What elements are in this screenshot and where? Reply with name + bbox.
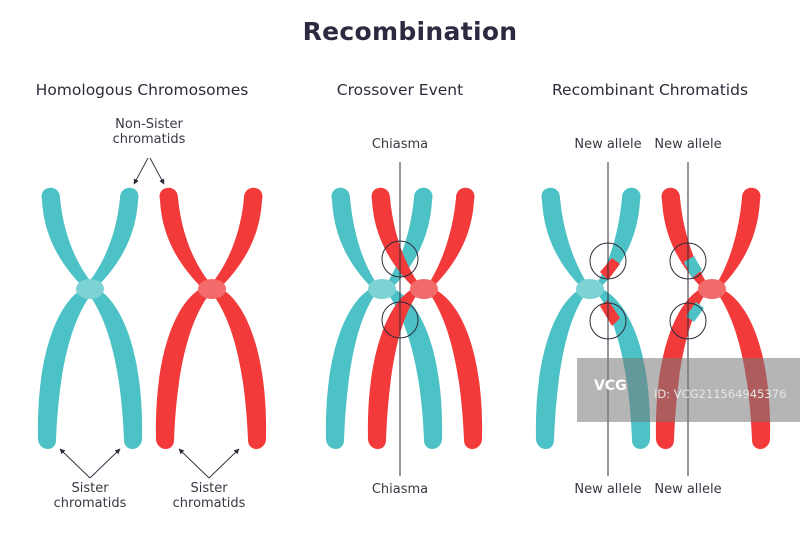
red-chromosome-2: [367, 187, 483, 450]
allele-circle: [589, 242, 627, 280]
chiasma-circle-top: [381, 240, 419, 278]
non-sister-label: Non-Sister chromatids: [112, 117, 186, 147]
teal-chromosome-2: [325, 187, 443, 450]
new-allele-segment: [600, 300, 620, 326]
red-chromatid: [367, 187, 422, 450]
centromere: [198, 279, 226, 299]
sister-arrow: [89, 448, 121, 479]
teal-chromatid: [37, 187, 96, 450]
sister-arrow: [178, 448, 210, 479]
teal-chromatid: [535, 187, 590, 450]
centromere: [576, 279, 604, 299]
section-heading-homologous: Homologous Chromosomes: [35, 81, 249, 99]
red-chromosome-1: [155, 187, 267, 450]
teal-chromosome-1: [37, 187, 143, 450]
centromere: [410, 279, 438, 299]
teal-chromatid: [84, 187, 143, 450]
non-sister-arrow-left: [133, 157, 149, 185]
sister-label-left: Sister chromatids: [53, 481, 127, 511]
watermark-logo: VCG: [594, 378, 627, 394]
section-heading-recombinant: Recombinant Chromatids: [551, 81, 749, 99]
diagram-title: Recombination: [302, 17, 518, 46]
watermark-id: ID: VCG211564945376: [654, 387, 787, 401]
red-chromatid: [155, 187, 214, 450]
allele-circle: [669, 302, 707, 340]
non-sister-arrow-right: [149, 157, 165, 185]
new-allele-label: New allele: [574, 137, 642, 152]
chiasma-label-bottom: Chiasma: [371, 482, 429, 497]
chiasma-label-top: Chiasma: [371, 137, 429, 152]
teal-chromatid: [384, 187, 443, 450]
watermark-overlay: [577, 358, 800, 422]
section-heading-crossover: Crossover Event: [336, 81, 464, 99]
centromere: [368, 279, 396, 299]
teal-chromatid: [325, 187, 380, 450]
sister-arrow: [59, 448, 91, 479]
new-allele-label: New allele: [574, 482, 642, 497]
sister-label-right: Sister chromatids: [172, 481, 246, 511]
chiasma-circle-bottom: [381, 301, 419, 339]
sister-arrow: [208, 448, 240, 479]
centromere: [698, 279, 726, 299]
centromere: [76, 279, 104, 299]
red-chromatid: [208, 187, 267, 450]
new-allele-segment: [600, 258, 620, 280]
red-chromatid: [426, 187, 483, 450]
allele-circle: [589, 302, 627, 340]
new-allele-label: New allele: [654, 137, 722, 152]
new-allele-label: New allele: [654, 482, 722, 497]
allele-circle: [669, 242, 707, 280]
